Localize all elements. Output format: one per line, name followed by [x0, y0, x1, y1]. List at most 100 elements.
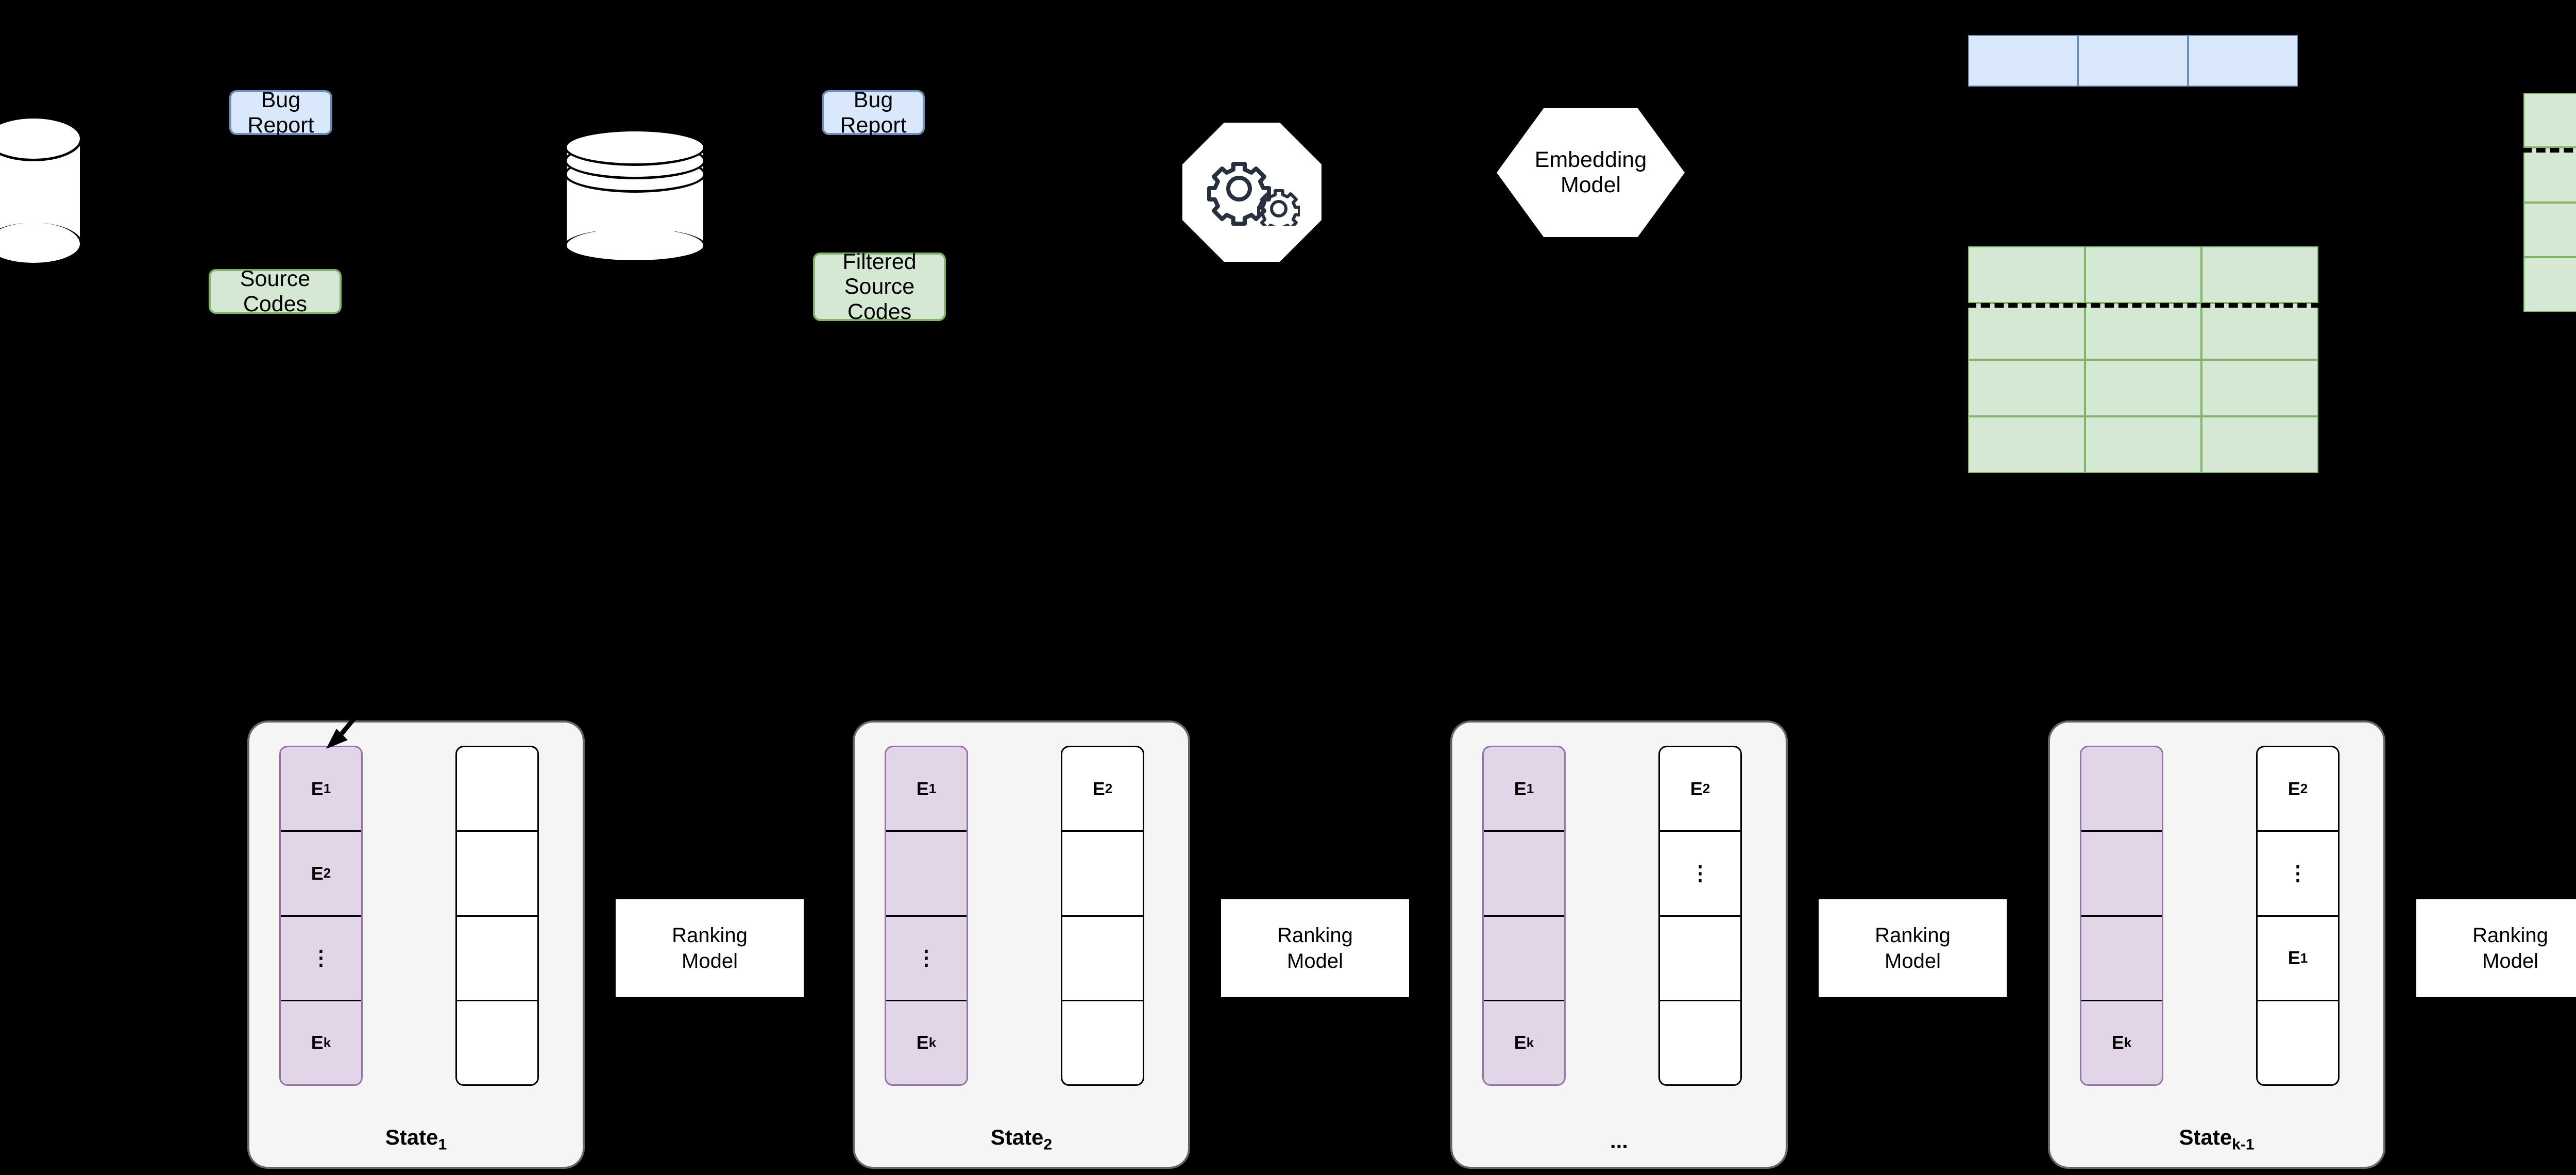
gears-icon: [1207, 162, 1300, 226]
candidate-cell[interactable]: ⋮: [886, 915, 967, 1000]
matrix-cell: [2523, 147, 2576, 203]
ranked-cell[interactable]: [457, 999, 537, 1084]
state-2-label: State2: [990, 1124, 1053, 1153]
state-label-subscript: 2: [1043, 1136, 1053, 1153]
matrix-cell: [2084, 246, 2202, 303]
ranked-cell[interactable]: [1062, 830, 1143, 915]
subscript: 1: [928, 781, 937, 797]
ranking-model-line2: Model: [1287, 950, 1343, 972]
vertical-ellipsis: ⋮: [2287, 862, 2308, 885]
matrix-dashed-separator: [1967, 303, 2320, 308]
source-codes-tag: Source Codes: [209, 266, 342, 316]
matrix-cell: [2084, 360, 2202, 416]
bug-report-tag-2: Bug Report: [822, 88, 925, 138]
candidate-cell[interactable]: [2081, 747, 2162, 830]
ranking-model-line2: Model: [1885, 950, 1941, 972]
ranked-cell[interactable]: [457, 830, 537, 915]
candidate-cell[interactable]: [1484, 830, 1564, 915]
ranked-cell[interactable]: [1062, 915, 1143, 1000]
ranking-model-line2: Model: [2482, 950, 2538, 972]
ranking-model-line1: Ranking: [1277, 924, 1353, 947]
ranked-cell[interactable]: ⋮: [1660, 830, 1740, 915]
matrix-dashed-separator: [2522, 148, 2576, 153]
candidate-cell[interactable]: [2081, 915, 2162, 1000]
matrix-cell: [1968, 360, 2085, 416]
subscript: 2: [1702, 781, 1710, 797]
matrix-cell: [1968, 35, 2078, 87]
matrix-cell: [2201, 303, 2318, 360]
candidate-cell[interactable]: [1484, 915, 1564, 1000]
subscript: 1: [2300, 950, 2308, 966]
candidate-cell[interactable]: [886, 830, 967, 915]
ranked-cell[interactable]: [1062, 999, 1143, 1084]
matrix-cell: [2201, 416, 2318, 473]
ranking-model-line1: Ranking: [2472, 924, 2548, 947]
filtered-source-codes-tag: Filtered Source Codes: [813, 249, 946, 324]
vertical-ellipsis: ⋮: [916, 947, 937, 970]
subscript: 2: [2300, 781, 2308, 797]
subscript: 2: [1105, 781, 1113, 797]
source-code-embedding-matrix: [1968, 246, 2318, 473]
bug-report-label-2: Bug Report: [840, 88, 907, 138]
matrix-cell: [1968, 416, 2085, 473]
matrix-cell: [2523, 257, 2576, 312]
ranked-cell[interactable]: [457, 747, 537, 830]
ranking-model-line1: Ranking: [1875, 924, 1951, 947]
subscript: 1: [323, 781, 331, 797]
source-codes-label: Source Codes: [240, 266, 311, 316]
state-label-subscript: k-1: [2232, 1136, 2255, 1153]
ranked-cell[interactable]: [2258, 999, 2338, 1084]
state-1-ranked-column[interactable]: [455, 746, 539, 1086]
ranked-cell[interactable]: [1660, 915, 1740, 1000]
bug-report-embedding-row: [1968, 35, 2298, 87]
ranking-model-line2: Model: [682, 950, 738, 972]
filtered-source-codes-line2: Source Codes: [844, 274, 915, 324]
matrix-cell: [2078, 35, 2188, 87]
subscript: 1: [1526, 781, 1534, 797]
embedding-model-line1: Embedding: [1534, 147, 1647, 172]
concatenated-embedding-matrix-green: [2523, 93, 2576, 312]
matrix-cell: [2523, 202, 2576, 257]
state-middle-ellipsis-label: ...: [1609, 1129, 1628, 1153]
matrix-cell: [2188, 35, 2298, 87]
ranked-cell[interactable]: [457, 915, 537, 1000]
candidate-cell[interactable]: [2081, 830, 2162, 915]
database-stack-icon: [564, 129, 706, 263]
ranked-cell[interactable]: ⋮: [2258, 830, 2338, 915]
matrix-cell: [1968, 246, 2085, 303]
candidate-cell[interactable]: ⋮: [281, 915, 361, 1000]
subscript: k: [1526, 1034, 1534, 1050]
matrix-cell: [1968, 303, 2085, 360]
ranked-cell[interactable]: [1660, 999, 1740, 1084]
state-label-subscript: 1: [438, 1136, 447, 1153]
subscript: k: [2124, 1034, 2132, 1050]
matrix-cell: [2084, 416, 2202, 473]
